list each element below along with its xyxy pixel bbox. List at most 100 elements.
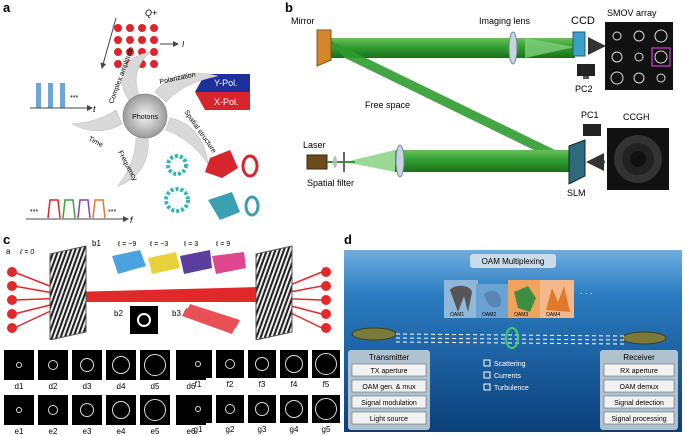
freq-dots-left: *** — [30, 209, 38, 216]
thumb-caption-d1: d1 — [14, 382, 24, 391]
thumb-caption-d3: d3 — [82, 382, 92, 391]
thumb-caption-e1: e1 — [14, 427, 24, 436]
grating-right — [255, 245, 293, 340]
thumb-g4 — [280, 395, 308, 423]
oam-cards — [444, 280, 574, 318]
auv-left — [351, 327, 397, 341]
receiver-title: Receiver — [623, 353, 655, 362]
b2-ring-image — [130, 306, 158, 334]
oam-card-2: OAM2 — [482, 312, 496, 318]
ell0-label: ℓ = 0 — [19, 249, 34, 256]
tx-step-1: TX aperture — [371, 368, 408, 375]
grating-left — [49, 245, 87, 340]
oam-title: OAM Multiplexing — [482, 257, 545, 266]
tx-step-4: Light source — [370, 416, 408, 423]
beam-cone — [345, 150, 395, 172]
panel-d-diagram: OAM Multiplexing OAM1 OAM2 OAM3 OAM4 · ·… — [344, 250, 682, 432]
main-red-beam — [70, 287, 260, 302]
thumb-caption-d2: d2 — [48, 382, 58, 391]
pc2-label: PC2 — [575, 84, 593, 94]
b2-label: b2 — [114, 309, 123, 318]
oam-card-4: OAM4 — [546, 312, 560, 318]
frequency-pulses — [47, 199, 106, 219]
x-pol-plate — [195, 92, 250, 110]
rx-step-3: Signal detection — [614, 400, 664, 407]
transmitter-title: Transmitter — [369, 353, 409, 362]
thumb-caption-g1: g1 — [193, 425, 203, 434]
f-label: f — [130, 215, 134, 225]
thumb-g5 — [312, 395, 340, 423]
panel-a-diagram: Q+ I *** t Y-Pol. X-Pol. Photons Complex… — [26, 8, 260, 225]
thumb-caption-e3: e3 — [82, 427, 92, 436]
thumb-e4 — [106, 395, 136, 425]
thumb-d4 — [106, 350, 136, 380]
channel-effects — [483, 359, 491, 391]
thumb-d3 — [72, 350, 102, 380]
panel-letter-d: d — [344, 232, 352, 247]
x-pol-label: X-Pol. — [214, 97, 239, 107]
oam-card-3: OAM3 — [514, 312, 528, 318]
y-pol-label: Y-Pol. — [214, 78, 238, 88]
rx-step-4: Signal processing — [611, 416, 666, 423]
smov-label: SMOV array — [607, 8, 657, 18]
tx-step-2: OAM gen. & mux — [362, 384, 416, 391]
link-lines — [395, 333, 625, 345]
auv-right — [621, 331, 667, 345]
free-space-label: Free space — [365, 100, 410, 110]
thumb-e3 — [72, 395, 102, 425]
thumb-e1 — [4, 395, 34, 425]
q-label: Q+ — [145, 8, 157, 18]
i-label: I — [182, 40, 185, 49]
thumb-caption-e4: e4 — [116, 427, 126, 436]
thumb-caption-g4: g4 — [289, 425, 299, 434]
thumb-caption-g3: g3 — [257, 425, 267, 434]
effect-scattering: Scattering — [494, 361, 526, 368]
beam-diagonal — [325, 38, 575, 170]
panel-letter-c: c — [3, 232, 11, 247]
mirror-label: Mirror — [291, 16, 315, 26]
arm-time: Time — [87, 136, 104, 149]
pc2-monitor — [577, 64, 595, 76]
panel-c-diagram: a ℓ = 0 b1 ℓ = −9 ℓ = −3 ℓ = 3 ℓ = 9 b2 … — [6, 239, 331, 340]
panel-letter-a: a — [3, 0, 11, 15]
smov-array — [605, 22, 673, 90]
thumb-f1 — [184, 350, 212, 378]
thumb-caption-f5: f5 — [322, 380, 330, 389]
oam-ring-icons — [164, 150, 260, 220]
thumb-caption-f1: f1 — [194, 380, 202, 389]
thumb-e2 — [38, 395, 68, 425]
effect-turbulence: Turbulence — [494, 385, 529, 392]
oam-beam-ring — [505, 327, 519, 349]
thumb-caption-d5: d5 — [150, 382, 160, 391]
beam-sources — [7, 267, 331, 333]
thumb-caption-e6: e6 — [186, 427, 196, 436]
ccd-label: CCD — [571, 15, 595, 27]
pc1-monitor — [583, 124, 601, 136]
t-label: t — [93, 104, 96, 114]
ell-m9: ℓ = −9 — [117, 241, 136, 248]
thumb-caption-d4: d4 — [116, 382, 126, 391]
ell-p3: ℓ = 3 — [183, 241, 198, 248]
imaging-lens — [508, 31, 518, 65]
ccd-device — [572, 31, 586, 57]
thumb-f5 — [312, 350, 340, 378]
thumb-f3 — [248, 350, 276, 378]
oam-cards-dots: · · · — [580, 289, 592, 298]
laser-device — [306, 154, 328, 170]
thumb-caption-g2: g2 — [225, 425, 235, 434]
thumb-g1 — [184, 395, 212, 423]
oam-card-1: OAM1 — [450, 312, 464, 318]
time-pulses — [36, 83, 65, 108]
thumb-f2 — [216, 350, 244, 378]
slm-device — [568, 139, 586, 185]
pc1-label: PC1 — [581, 110, 599, 120]
photons-core — [122, 93, 168, 139]
b3-multiplexed-beams — [182, 304, 240, 334]
thumb-d2 — [38, 350, 68, 380]
ccgh-label: CCGH — [623, 112, 650, 122]
helical-wavefronts — [112, 250, 246, 274]
slm-label: SLM — [567, 188, 586, 198]
thumb-e5 — [140, 395, 170, 425]
thumb-caption-f2: f2 — [226, 380, 234, 389]
thumb-g2 — [216, 395, 244, 423]
